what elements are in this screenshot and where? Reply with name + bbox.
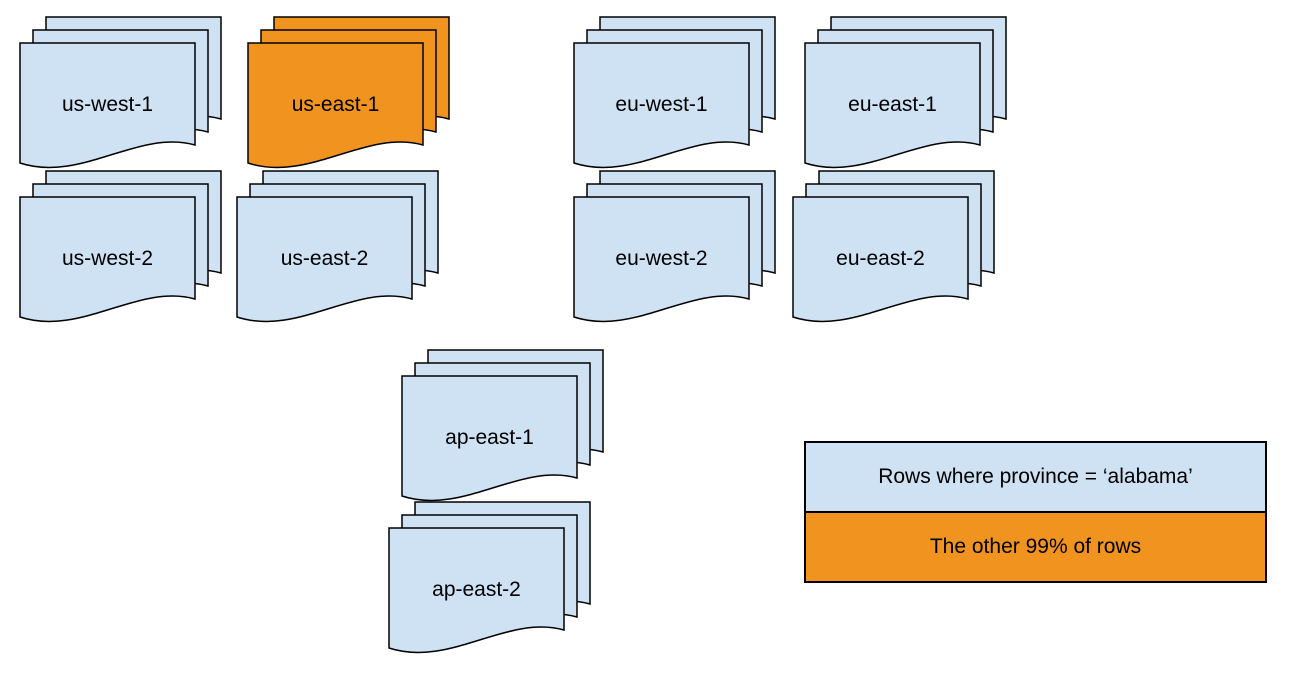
legend: Rows where province = ‘alabama’ The othe… xyxy=(804,441,1267,583)
document-stack-icon: eu-west-1 xyxy=(573,16,776,169)
region-label: us-east-1 xyxy=(292,93,380,116)
document-stack-icon: eu-west-2 xyxy=(573,170,776,323)
region-stack-eu-west-1: eu-west-1 xyxy=(573,16,777,173)
region-stack-ap-east-1: ap-east-1 xyxy=(401,349,605,506)
document-stack-icon: ap-east-1 xyxy=(401,349,604,502)
document-stack-icon: eu-east-1 xyxy=(804,16,1007,169)
region-stack-us-east-1: us-east-1 xyxy=(247,16,451,173)
document-stack-icon: eu-east-2 xyxy=(792,170,995,323)
document-stack-icon: us-west-2 xyxy=(19,170,222,323)
region-label: us-west-1 xyxy=(62,93,153,116)
region-stack-eu-east-1: eu-east-1 xyxy=(804,16,1008,173)
region-label: eu-west-2 xyxy=(615,247,707,270)
document-stack-icon: us-east-2 xyxy=(236,170,439,323)
region-stack-us-west-1: us-west-1 xyxy=(19,16,223,173)
document-stack-icon: us-west-1 xyxy=(19,16,222,169)
legend-label-other-rows: The other 99% of rows xyxy=(929,535,1142,558)
region-label: eu-east-1 xyxy=(848,93,937,116)
region-stack-ap-east-2: ap-east-2 xyxy=(388,501,592,658)
region-stack-us-west-2: us-west-2 xyxy=(19,170,223,327)
document-stack-icon: us-east-1 xyxy=(247,16,450,169)
legend-item-alabama-rows: Rows where province = ‘alabama’ xyxy=(806,443,1265,511)
region-label: us-west-2 xyxy=(62,247,153,270)
region-label: ap-east-2 xyxy=(432,578,521,601)
legend-label-alabama-rows: Rows where province = ‘alabama’ xyxy=(878,465,1193,488)
region-stack-us-east-2: us-east-2 xyxy=(236,170,440,327)
document-stack-icon: ap-east-2 xyxy=(388,501,591,654)
region-label: eu-east-2 xyxy=(836,247,925,270)
legend-item-other-rows: The other 99% of rows xyxy=(806,511,1265,581)
region-label: eu-west-1 xyxy=(615,93,707,116)
region-stack-eu-east-2: eu-east-2 xyxy=(792,170,996,327)
region-label: ap-east-1 xyxy=(445,426,534,449)
region-label: us-east-2 xyxy=(281,247,369,270)
region-stack-eu-west-2: eu-west-2 xyxy=(573,170,777,327)
